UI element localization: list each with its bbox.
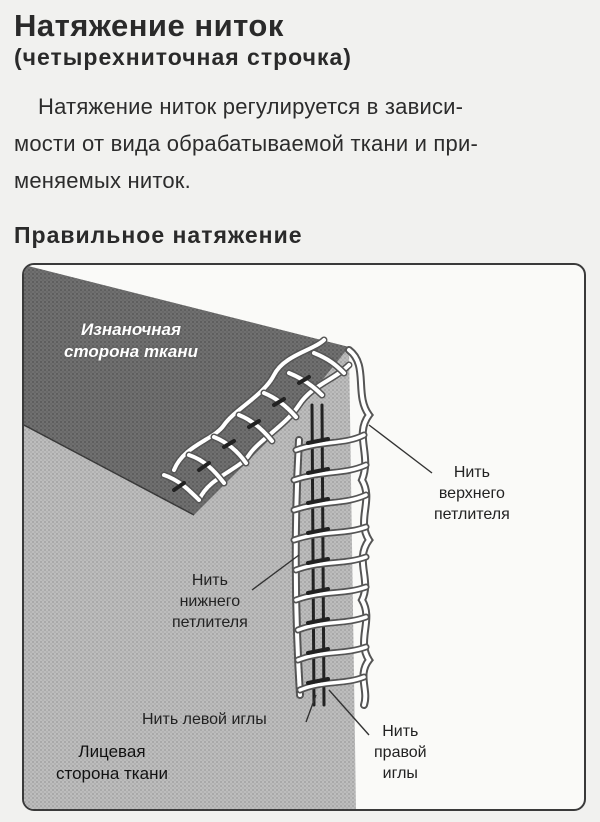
label-line: Лицевая bbox=[78, 742, 146, 761]
page-subtitle: (четырехниточная строчка) bbox=[14, 44, 352, 70]
lower-looper-label: Нить нижнего петлителя bbox=[172, 570, 248, 633]
label-line: петлителя bbox=[172, 614, 248, 631]
right-needle-label: Нить правой иглы bbox=[374, 721, 427, 784]
right-side-label: Лицевая сторона ткани bbox=[56, 741, 168, 785]
section-heading: Правильное натяжение bbox=[14, 222, 303, 248]
vertical-stitch-chain bbox=[290, 346, 374, 709]
label-line: Нить bbox=[191, 572, 228, 589]
label-line: нижнего bbox=[179, 593, 241, 610]
label-line: Нить bbox=[453, 464, 490, 481]
label-line: петлителя bbox=[434, 506, 510, 523]
label-line: правой bbox=[374, 744, 427, 761]
label-line: сторона ткани bbox=[64, 342, 198, 361]
paragraph-line: Натяжение ниток регулируется в зависи- bbox=[38, 94, 464, 119]
paragraph-line: меняемых ниток. bbox=[14, 168, 191, 193]
label-line: Нить bbox=[382, 723, 419, 740]
left-needle-label: Нить левой иглы bbox=[142, 711, 267, 728]
diagonal-stitch-chain bbox=[160, 336, 353, 504]
label-line: сторона ткани bbox=[56, 764, 168, 783]
paragraph-line: мости от вида обрабатываемой ткани и при… bbox=[14, 131, 478, 156]
label-line: верхнего bbox=[438, 485, 505, 502]
stitch-illustration: Изнаночная сторона ткани Нить верхнего п… bbox=[22, 263, 586, 811]
wrong-side-label: Изнаночная сторона ткани bbox=[64, 319, 198, 363]
intro-paragraph: Натяжение ниток регулируется в зависи- м… bbox=[14, 88, 584, 199]
label-line: иглы bbox=[382, 765, 418, 782]
upper-looper-label: Нить верхнего петлителя bbox=[434, 462, 510, 525]
label-line: Изнаночная bbox=[80, 320, 182, 339]
fabric-wrong-side bbox=[24, 265, 349, 515]
page-title: Натяжение ниток bbox=[14, 8, 284, 43]
stitch-drawing bbox=[24, 265, 433, 809]
leader-lines bbox=[251, 424, 433, 736]
